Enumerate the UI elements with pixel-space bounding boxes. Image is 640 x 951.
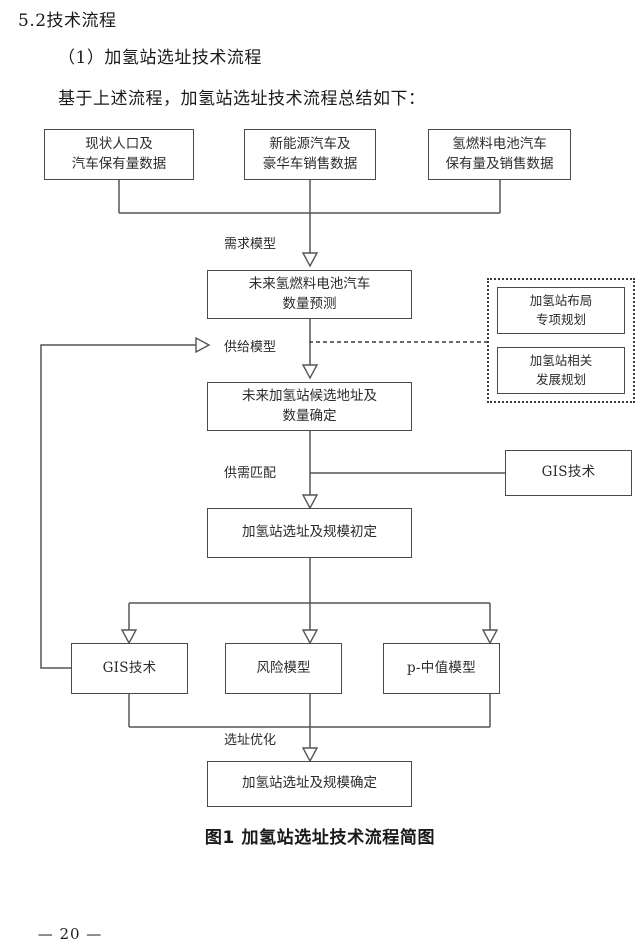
- node-population-vehicle-data[interactable]: 现状人口及 汽车保有量数据: [44, 129, 194, 180]
- node-nev-luxury-sales-data[interactable]: 新能源汽车及 豪华车销售数据: [244, 129, 376, 180]
- arrowhead-to-n6: [301, 494, 319, 510]
- node-p-median-model[interactable]: p-中值模型: [383, 643, 500, 694]
- node-future-fcev-forecast[interactable]: 未来氢燃料电池汽车 数量预测: [207, 270, 412, 319]
- edge-label-supply-model: 供给模型: [222, 336, 279, 355]
- wire-feedback-loop: [40, 344, 196, 669]
- arrowhead-to-n7: [120, 629, 138, 645]
- arrowhead-to-n9: [481, 629, 499, 645]
- edge-label-demand-model: 需求模型: [222, 233, 279, 252]
- node-final-siting-scale[interactable]: 加氢站选址及规模确定: [207, 761, 412, 807]
- node-preliminary-siting-scale[interactable]: 加氢站选址及规模初定: [207, 508, 412, 558]
- body-paragraph: 基于上述流程，加氢站选址技术流程总结如下：: [58, 89, 426, 109]
- edge-label-supply-demand-match: 供需匹配: [222, 462, 279, 481]
- node-risk-model[interactable]: 风险模型: [225, 643, 342, 694]
- arrowhead-to-n10: [301, 747, 319, 763]
- node-candidate-site-count[interactable]: 未来加氢站候选地址及 数量确定: [207, 382, 412, 431]
- edge-label-siting-optimization: 选址优化: [222, 729, 279, 748]
- arrowhead-to-n4: [301, 252, 319, 268]
- arrowhead-to-n5: [301, 364, 319, 380]
- figure-caption: 图1 加氢站选址技术流程简图: [204, 828, 436, 848]
- node-gis-technology-right[interactable]: GIS技术: [505, 450, 632, 496]
- section-subheading: （1）加氢站选址技术流程: [58, 48, 262, 68]
- arrowhead-to-n8: [301, 629, 319, 645]
- node-station-layout-special-plan[interactable]: 加氢站布局 专项规划: [497, 287, 625, 334]
- page-number: — 20 —: [37, 925, 103, 943]
- node-fcev-ownership-sales-data[interactable]: 氢燃料电池汽车 保有量及销售数据: [428, 129, 571, 180]
- node-station-related-development-plan[interactable]: 加氢站相关 发展规划: [497, 347, 625, 394]
- section-heading: 5.2技术流程: [18, 11, 117, 31]
- node-gis-technology-bottom[interactable]: GIS技术: [71, 643, 188, 694]
- arrowhead-feedback: [195, 336, 211, 354]
